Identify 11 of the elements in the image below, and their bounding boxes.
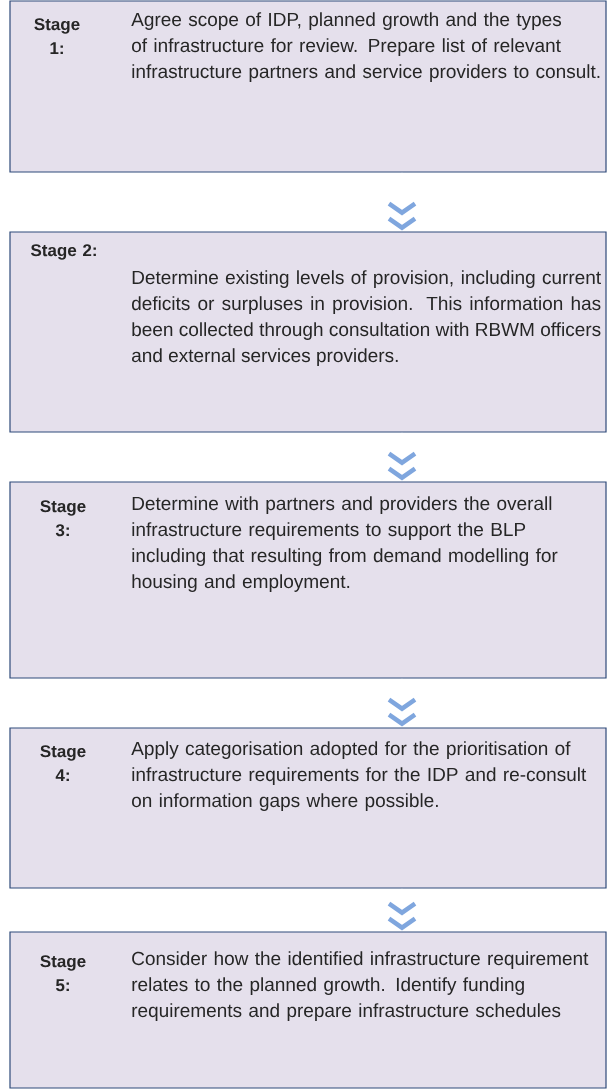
- stage-description: Consider how the identified infrastructure requirement relates to the planned growth. Identify funding requirements and prepare infrastructure schedules: [132, 951, 589, 1021]
- stage-label: Stage 3:: [40, 500, 86, 537]
- stage-description: Apply categorisation adopted for the prioritisation of infrastructure requirements for the IDP and re-consult on information gaps where possible.: [131, 741, 587, 811]
- stage-label: Stage 4:: [40, 745, 86, 782]
- stage-description: Agree scope of IDP, planned growth and the types of infrastructure for review. Prepare list of relevant infrastructure partners and service providers to consult.: [131, 12, 600, 82]
- stage-label: Stage 5:: [40, 955, 86, 992]
- stage-description: Determine with partners and providers the overall infrastructure requirements to support the BLP including that resulting from demand modelling for housing and employment.: [132, 496, 558, 592]
- stage-label: Stage 2:: [30, 244, 96, 260]
- chevron-arrow: [387, 172, 417, 231]
- stage-description: Determine existing levels of provision, including current deficits or surpluses in provision. This information has been collected through consultation with RBWM officers and external services providers.: [132, 270, 601, 366]
- stage-label: Stage 1:: [34, 18, 80, 55]
